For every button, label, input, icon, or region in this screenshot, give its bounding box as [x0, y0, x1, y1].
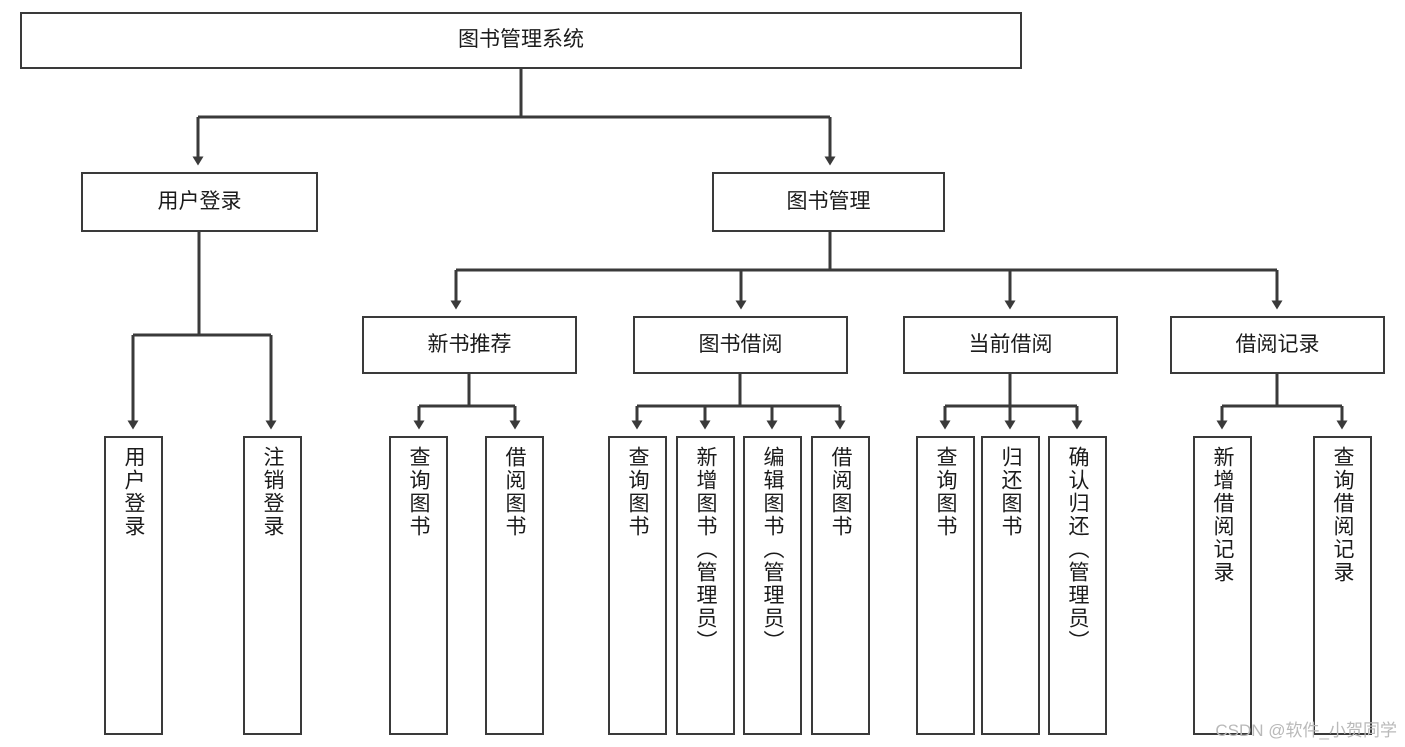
- node-leaf-logout-login-label: 注销登录: [261, 446, 284, 538]
- node-current-borrow[interactable]: 当前借阅: [903, 316, 1118, 374]
- node-leaf-add-borrow-record[interactable]: 新增借阅记录: [1193, 436, 1252, 735]
- node-leaf-borrow-book-recommend[interactable]: 借阅图书: [485, 436, 544, 735]
- node-borrow-records[interactable]: 借阅记录: [1170, 316, 1385, 374]
- node-leaf-query-borrow-record[interactable]: 查询借阅记录: [1313, 436, 1372, 735]
- csdn-watermark: CSDN @软件_小贺同学: [1215, 721, 1397, 740]
- node-root[interactable]: 图书管理系统: [20, 12, 1022, 69]
- node-leaf-return-book[interactable]: 归还图书: [981, 436, 1040, 735]
- node-leaf-return-book-label: 归还图书: [999, 446, 1022, 538]
- node-user-login[interactable]: 用户登录: [81, 172, 318, 232]
- node-leaf-query-book-borrow-label: 查询图书: [626, 446, 649, 538]
- node-leaf-add-book-admin[interactable]: 新增图书（管理员）: [676, 436, 735, 735]
- node-leaf-borrow-book-recommend-label: 借阅图书: [503, 446, 526, 538]
- node-leaf-add-book-admin-label: 新增图书（管理员）: [694, 446, 717, 653]
- node-leaf-logout-login[interactable]: 注销登录: [243, 436, 302, 735]
- node-user-login-label: 用户登录: [157, 189, 242, 213]
- node-leaf-query-book-recommend[interactable]: 查询图书: [389, 436, 448, 735]
- node-leaf-borrow-book[interactable]: 借阅图书: [811, 436, 870, 735]
- node-leaf-add-borrow-record-label: 新增借阅记录: [1211, 446, 1234, 584]
- node-leaf-confirm-return-admin[interactable]: 确认归还（管理员）: [1048, 436, 1107, 735]
- node-new-book-recommend-label: 新书推荐: [427, 332, 512, 356]
- node-book-management[interactable]: 图书管理: [712, 172, 945, 232]
- node-new-book-recommend[interactable]: 新书推荐: [362, 316, 577, 374]
- node-leaf-edit-book-admin-label: 编辑图书（管理员）: [761, 446, 784, 653]
- node-current-borrow-label: 当前借阅: [968, 332, 1053, 356]
- node-leaf-query-borrow-record-label: 查询借阅记录: [1331, 446, 1354, 584]
- node-borrow-records-label: 借阅记录: [1235, 332, 1320, 356]
- node-leaf-query-book-recommend-label: 查询图书: [407, 446, 430, 538]
- node-leaf-query-book-current-label: 查询图书: [934, 446, 957, 538]
- node-leaf-query-book-current[interactable]: 查询图书: [916, 436, 975, 735]
- node-book-management-label: 图书管理: [786, 189, 871, 213]
- node-root-label: 图书管理系统: [458, 28, 584, 52]
- node-leaf-user-login-label: 用户登录: [122, 446, 145, 538]
- node-leaf-user-login[interactable]: 用户登录: [104, 436, 163, 735]
- node-leaf-edit-book-admin[interactable]: 编辑图书（管理员）: [743, 436, 802, 735]
- node-leaf-query-book-borrow[interactable]: 查询图书: [608, 436, 667, 735]
- node-book-borrow[interactable]: 图书借阅: [633, 316, 848, 374]
- node-leaf-borrow-book-label: 借阅图书: [829, 446, 852, 538]
- node-book-borrow-label: 图书借阅: [698, 332, 783, 356]
- node-leaf-confirm-return-admin-label: 确认归还（管理员）: [1066, 446, 1089, 653]
